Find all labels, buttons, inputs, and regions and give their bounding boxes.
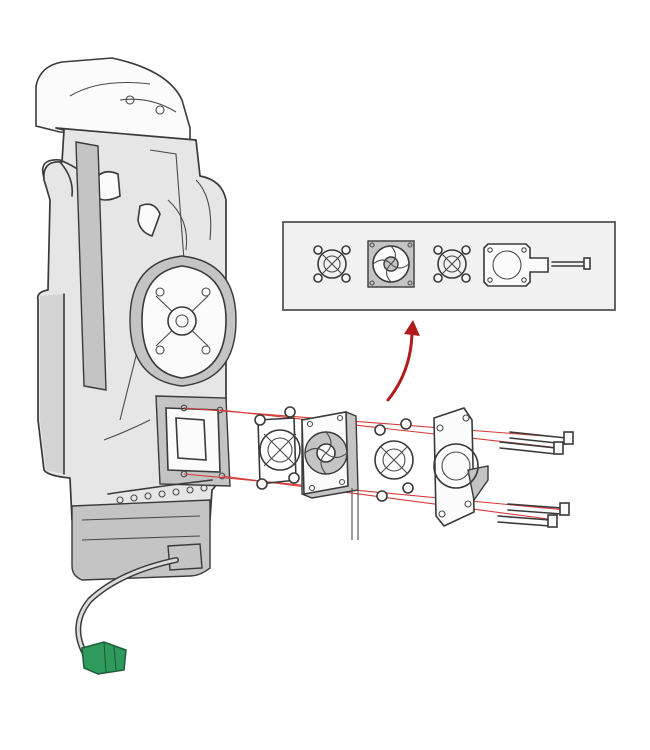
fan-guard-grille-rear xyxy=(374,418,414,502)
device-cradle xyxy=(35,57,237,581)
cradle-bottom-edge xyxy=(107,479,213,504)
kit-contents-inset xyxy=(282,221,616,311)
round-mount-plate xyxy=(129,255,237,387)
mounting-screws xyxy=(497,431,574,528)
inset-fan-guard-left xyxy=(313,245,351,283)
inset-fan xyxy=(367,240,415,288)
screw xyxy=(497,514,558,528)
cable xyxy=(75,557,179,655)
fan-mount-opening xyxy=(155,395,231,487)
fan-guard-grille-front xyxy=(254,406,301,490)
cooling-fan xyxy=(301,411,359,540)
mounting-plate xyxy=(433,407,489,527)
screw xyxy=(507,502,570,516)
cradle-top-cap xyxy=(35,57,191,141)
inset-screw xyxy=(551,257,591,270)
assembly-guide-lines xyxy=(183,407,571,521)
inset-mounting-plate xyxy=(483,243,549,287)
inset-fan-guard-right xyxy=(433,245,471,283)
curved-pointer-arrow xyxy=(386,320,420,402)
green-cable-connector xyxy=(81,641,127,675)
screw xyxy=(499,441,564,455)
